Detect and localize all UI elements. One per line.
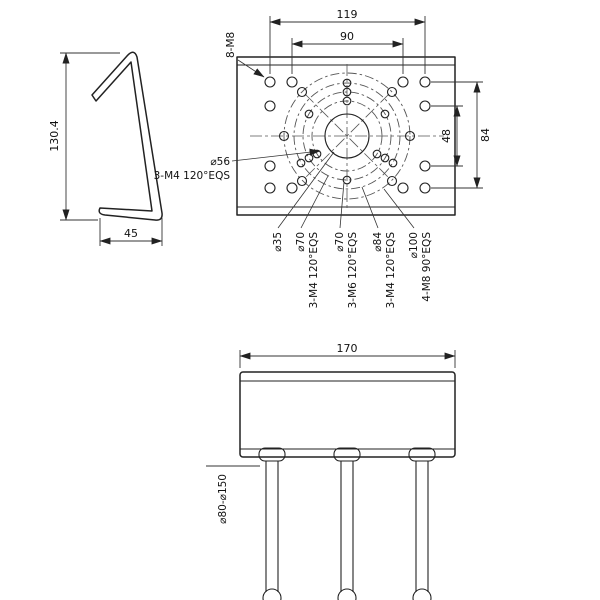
edge-hole	[419, 182, 431, 194]
bolt-circle-d56	[311, 100, 383, 172]
callout-d84-spec: 3-M4 120°EQS	[385, 232, 397, 309]
bolt-hole	[404, 130, 416, 142]
leader-line	[339, 181, 345, 229]
strap-end-loop	[412, 588, 432, 600]
callout-d70a-spec: 3-M4 120°EQS	[308, 232, 320, 309]
leader-line	[300, 175, 329, 229]
edge-hole	[419, 100, 431, 112]
bolt-hole	[342, 78, 352, 88]
leader-line	[231, 148, 321, 162]
bolt-circle-d100	[283, 72, 411, 200]
bolt-hole	[342, 87, 352, 97]
bottom-clamp-view: 170 ⌀80-⌀150	[206, 342, 456, 600]
dim-text-119: 119	[337, 8, 358, 21]
callout-d56-dia: ⌀56	[210, 156, 230, 168]
bolt-hole	[304, 109, 314, 119]
dim-text-84: 84	[479, 128, 492, 142]
bottom-callouts: ⌀35 ⌀70 3-M4 120°EQS ⌀70 3-M6 120°EQS ⌀8…	[272, 151, 433, 309]
strap-fitting	[333, 447, 361, 462]
edge-hole	[419, 160, 431, 172]
dim-text-90: 90	[340, 30, 354, 43]
bracket-profile-outline	[91, 51, 163, 221]
bolt-hole	[380, 153, 390, 163]
leader-line	[383, 188, 415, 229]
dim-text-48: 48	[440, 129, 453, 143]
centerline-diagonal	[304, 93, 390, 179]
bolt-hole	[296, 86, 308, 98]
strap-fitting	[258, 447, 286, 462]
edge-hole	[286, 76, 298, 88]
bolt-circle-d84	[293, 82, 401, 190]
leader-line	[277, 151, 335, 229]
strap-1	[258, 447, 286, 600]
callout-d70b-dia: ⌀70	[334, 232, 346, 252]
edge-hole	[397, 76, 409, 88]
edge-hole	[264, 160, 276, 172]
bolt-hole	[296, 158, 306, 168]
callout-d56-spec: 3-M4 120°EQS	[154, 170, 231, 182]
callout-d35: ⌀35	[272, 232, 284, 252]
bolt-hole	[388, 158, 398, 168]
bolt-hole	[342, 175, 352, 185]
bolt-hole	[342, 96, 352, 106]
dim-text-side-width: 45	[124, 227, 138, 240]
strap-fitting	[408, 447, 436, 462]
edge-hole	[264, 76, 276, 88]
callout-pole-range: ⌀80-⌀150	[217, 474, 229, 524]
edge-hole	[264, 100, 276, 112]
strap-3	[408, 447, 436, 600]
bolt-hole	[386, 86, 398, 98]
bolt-hole	[278, 130, 290, 142]
bolt-hole	[386, 175, 398, 187]
dim-text-side-height: 130.4	[48, 120, 61, 152]
leader-line	[237, 59, 265, 78]
bolt-hole	[304, 153, 314, 163]
clamp-body	[239, 371, 456, 458]
front-plate-view: 119 90 84 48 8-M8 ⌀56 3-M4 120°EQS ⌀35 ⌀…	[154, 8, 492, 308]
leader-line	[361, 186, 379, 229]
bolt-hole	[296, 175, 308, 187]
edge-hole	[264, 182, 276, 194]
edge-hole	[419, 76, 431, 88]
strap-end-loop	[262, 588, 282, 600]
callout-d100-spec: 4-M8 90°EQS	[421, 232, 433, 302]
bolt-hole	[380, 109, 390, 119]
bolt-hole	[372, 149, 382, 159]
strap-2	[333, 447, 361, 600]
callout-8-m8: 8-M8	[225, 32, 237, 58]
bolt-circle-d70	[302, 91, 392, 181]
edge-hole	[397, 182, 409, 194]
center-hole-d35	[324, 113, 370, 159]
strap-end-loop	[337, 588, 357, 600]
callout-d70b-spec: 3-M6 120°EQS	[347, 232, 359, 309]
dim-text-170: 170	[337, 342, 358, 355]
callout-d70a-dia: ⌀70	[295, 232, 307, 252]
edge-hole	[286, 182, 298, 194]
callout-d84-dia: ⌀84	[372, 232, 384, 252]
side-profile-view: 130.4 45	[48, 51, 163, 246]
callout-d100-dia: ⌀100	[408, 232, 420, 258]
